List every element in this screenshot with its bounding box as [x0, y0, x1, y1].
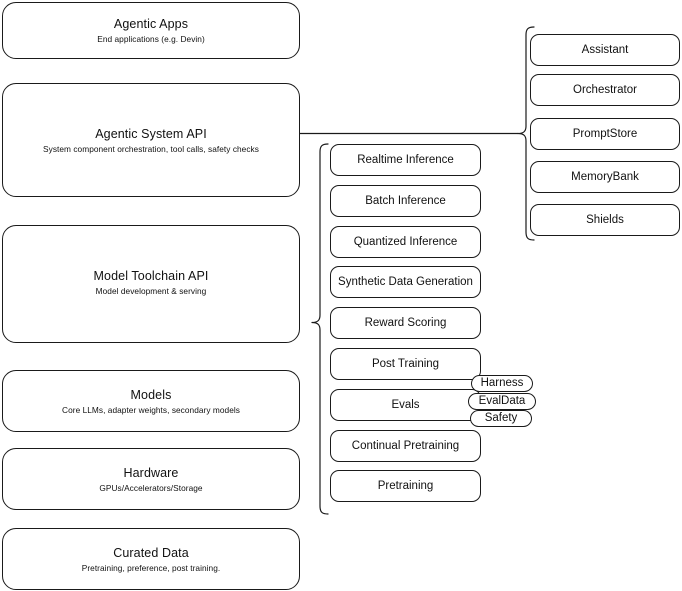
- layer-box-agentic-system-api[interactable]: Agentic System API System component orch…: [2, 83, 300, 197]
- layer-box-agentic-apps[interactable]: Agentic Apps End applications (e.g. Devi…: [2, 2, 300, 59]
- layer-subtitle-hardware: GPUs/Accelerators/Storage: [99, 483, 203, 493]
- component-box-orchestrator[interactable]: Orchestrator: [530, 74, 680, 106]
- brace-toolchain-components: [308, 140, 332, 522]
- layer-title-models: Models: [130, 388, 172, 402]
- evals-pill-label-evaldata: EvalData: [478, 395, 526, 407]
- layer-title-curated-data: Curated Data: [113, 546, 189, 560]
- layer-title-agentic-apps: Agentic Apps: [113, 17, 189, 31]
- component-box-memorybank[interactable]: MemoryBank: [530, 161, 680, 193]
- component-label-assistant: Assistant: [581, 44, 629, 56]
- toolchain-box-continual-pretraining[interactable]: Continual Pretraining: [330, 430, 481, 462]
- evals-pill-evaldata[interactable]: EvalData: [468, 393, 536, 410]
- component-box-assistant[interactable]: Assistant: [530, 34, 680, 66]
- toolchain-label-post-training: Post Training: [371, 358, 440, 370]
- toolchain-box-pretraining[interactable]: Pretraining: [330, 470, 481, 502]
- layer-box-model-toolchain-api[interactable]: Model Toolchain API Model development & …: [2, 225, 300, 343]
- toolchain-box-evals[interactable]: Evals: [330, 389, 481, 421]
- toolchain-label-pretraining: Pretraining: [377, 480, 434, 492]
- layer-box-curated-data[interactable]: Curated Data Pretraining, preference, po…: [2, 528, 300, 590]
- component-box-shields[interactable]: Shields: [530, 204, 680, 236]
- toolchain-label-realtime-inference: Realtime Inference: [357, 154, 454, 166]
- toolchain-label-quantized-inference: Quantized Inference: [353, 236, 458, 248]
- component-label-shields: Shields: [586, 214, 624, 226]
- toolchain-box-batch-inference[interactable]: Batch Inference: [330, 185, 481, 217]
- evals-pill-label-harness: Harness: [480, 377, 524, 389]
- evals-pill-label-safety: Safety: [484, 412, 518, 424]
- toolchain-label-continual-pretraining: Continual Pretraining: [351, 440, 460, 452]
- component-label-promptstore: PromptStore: [572, 128, 638, 140]
- layer-subtitle-agentic-system-api: System component orchestration, tool cal…: [43, 144, 259, 154]
- layer-box-models[interactable]: Models Core LLMs, adapter weights, secon…: [2, 370, 300, 432]
- toolchain-label-batch-inference: Batch Inference: [365, 195, 446, 207]
- layer-box-hardware[interactable]: Hardware GPUs/Accelerators/Storage: [2, 448, 300, 510]
- layer-subtitle-curated-data: Pretraining, preference, post training.: [81, 563, 221, 573]
- toolchain-label-evals: Evals: [391, 399, 420, 411]
- connector-system-api-to-components: [300, 124, 522, 144]
- layer-subtitle-model-toolchain-api: Model development & serving: [95, 286, 207, 296]
- toolchain-label-reward-scoring: Reward Scoring: [364, 317, 447, 329]
- layer-title-agentic-system-api: Agentic System API: [95, 127, 207, 141]
- toolchain-box-quantized-inference[interactable]: Quantized Inference: [330, 226, 481, 258]
- toolchain-box-realtime-inference[interactable]: Realtime Inference: [330, 144, 481, 176]
- evals-pill-harness[interactable]: Harness: [471, 375, 533, 392]
- toolchain-box-synthetic-data-generation[interactable]: Synthetic Data Generation: [330, 266, 481, 298]
- layer-subtitle-models: Core LLMs, adapter weights, secondary mo…: [62, 405, 240, 415]
- component-label-orchestrator: Orchestrator: [573, 84, 637, 96]
- evals-pill-safety[interactable]: Safety: [470, 410, 532, 427]
- toolchain-box-post-training[interactable]: Post Training: [330, 348, 481, 380]
- layer-title-model-toolchain-api: Model Toolchain API: [93, 269, 209, 283]
- component-box-promptstore[interactable]: PromptStore: [530, 118, 680, 150]
- toolchain-box-reward-scoring[interactable]: Reward Scoring: [330, 307, 481, 339]
- component-label-memorybank: MemoryBank: [571, 171, 639, 183]
- layer-title-hardware: Hardware: [123, 466, 179, 480]
- layer-subtitle-agentic-apps: End applications (e.g. Devin): [97, 34, 205, 44]
- toolchain-label-synthetic-data-generation: Synthetic Data Generation: [338, 276, 473, 288]
